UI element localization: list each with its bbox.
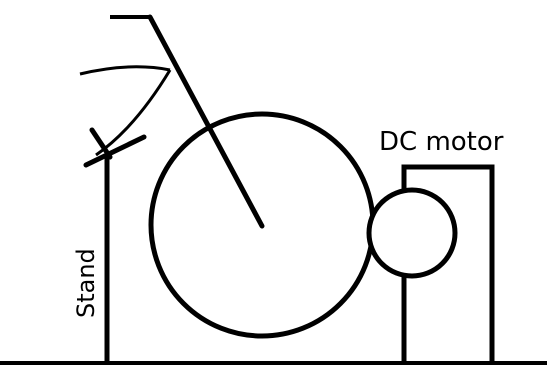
stand-clamp-lower	[89, 127, 113, 160]
motor-frame	[401, 164, 495, 363]
frame-curve-lower	[95, 69, 172, 157]
frame-curve-upper	[79, 65, 171, 76]
dc-motor-body	[366, 187, 458, 279]
stand-label: Stand	[72, 248, 100, 318]
fork-arm	[147, 14, 265, 229]
stand-clamp-upper	[83, 134, 147, 168]
dc-motor-label: DC motor	[379, 127, 504, 157]
